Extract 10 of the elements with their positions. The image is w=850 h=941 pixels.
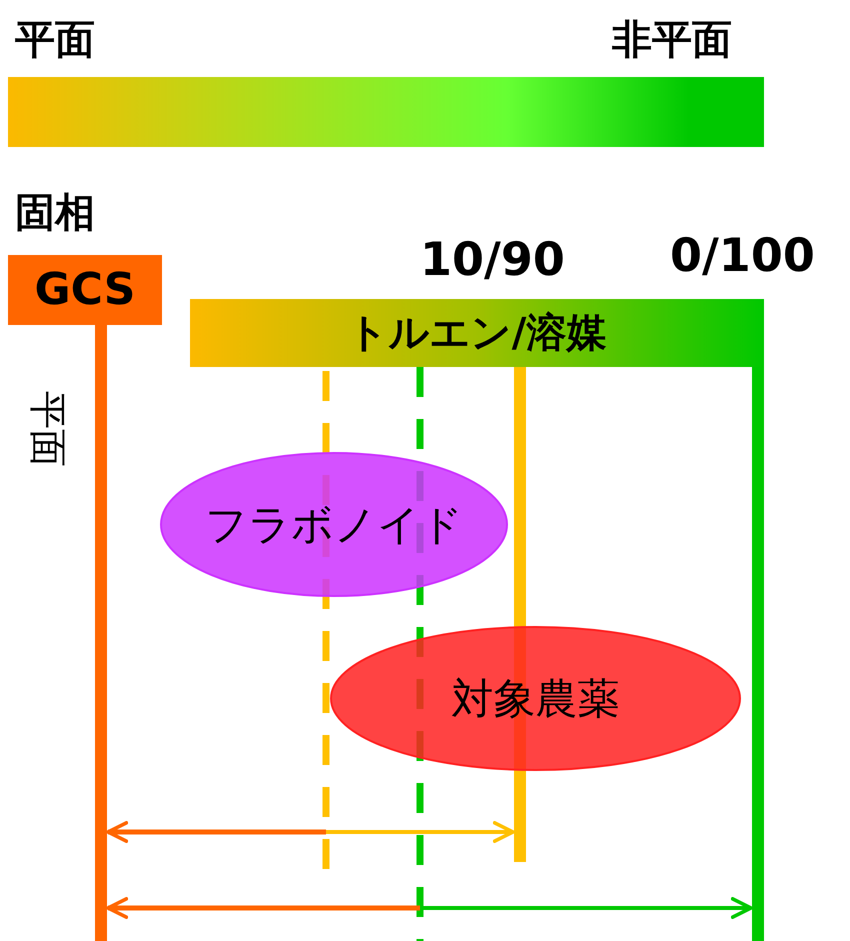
ratio-label: 0/100 — [670, 232, 815, 278]
compound-label: フラボノイド — [205, 504, 463, 546]
compound-label: 対象農薬 — [452, 678, 620, 720]
axis-heading: 固相 — [15, 193, 95, 233]
scale-end-label: 非平面 — [612, 20, 732, 60]
ratio-label: 10/90 — [420, 236, 565, 282]
stationary-phase-box: GCS — [8, 255, 162, 325]
scale-end-label: 平面 — [15, 20, 95, 60]
gradient-scale-bar — [8, 77, 764, 147]
rotated-label: 平面 — [29, 391, 67, 467]
